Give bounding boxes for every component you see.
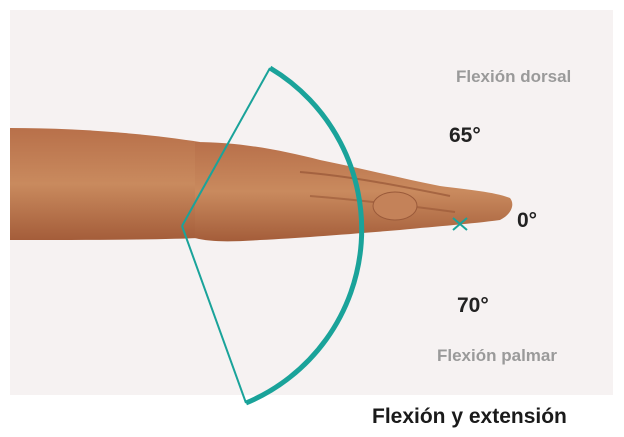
- dorsal-flexion-label: Flexión dorsal: [456, 67, 571, 87]
- figure-caption: Flexión y extensión: [372, 405, 567, 429]
- hand-photo: [10, 128, 512, 241]
- palmar-radius-line: [182, 226, 246, 403]
- zero-angle-label: 0°: [517, 209, 537, 233]
- forearm: [10, 128, 200, 240]
- hand-palm: [195, 142, 512, 241]
- palmar-flexion-label: Flexión palmar: [437, 346, 557, 366]
- dorsal-angle-label: 65°: [449, 124, 481, 148]
- thumb: [373, 192, 417, 220]
- palmar-angle-label: 70°: [457, 294, 489, 318]
